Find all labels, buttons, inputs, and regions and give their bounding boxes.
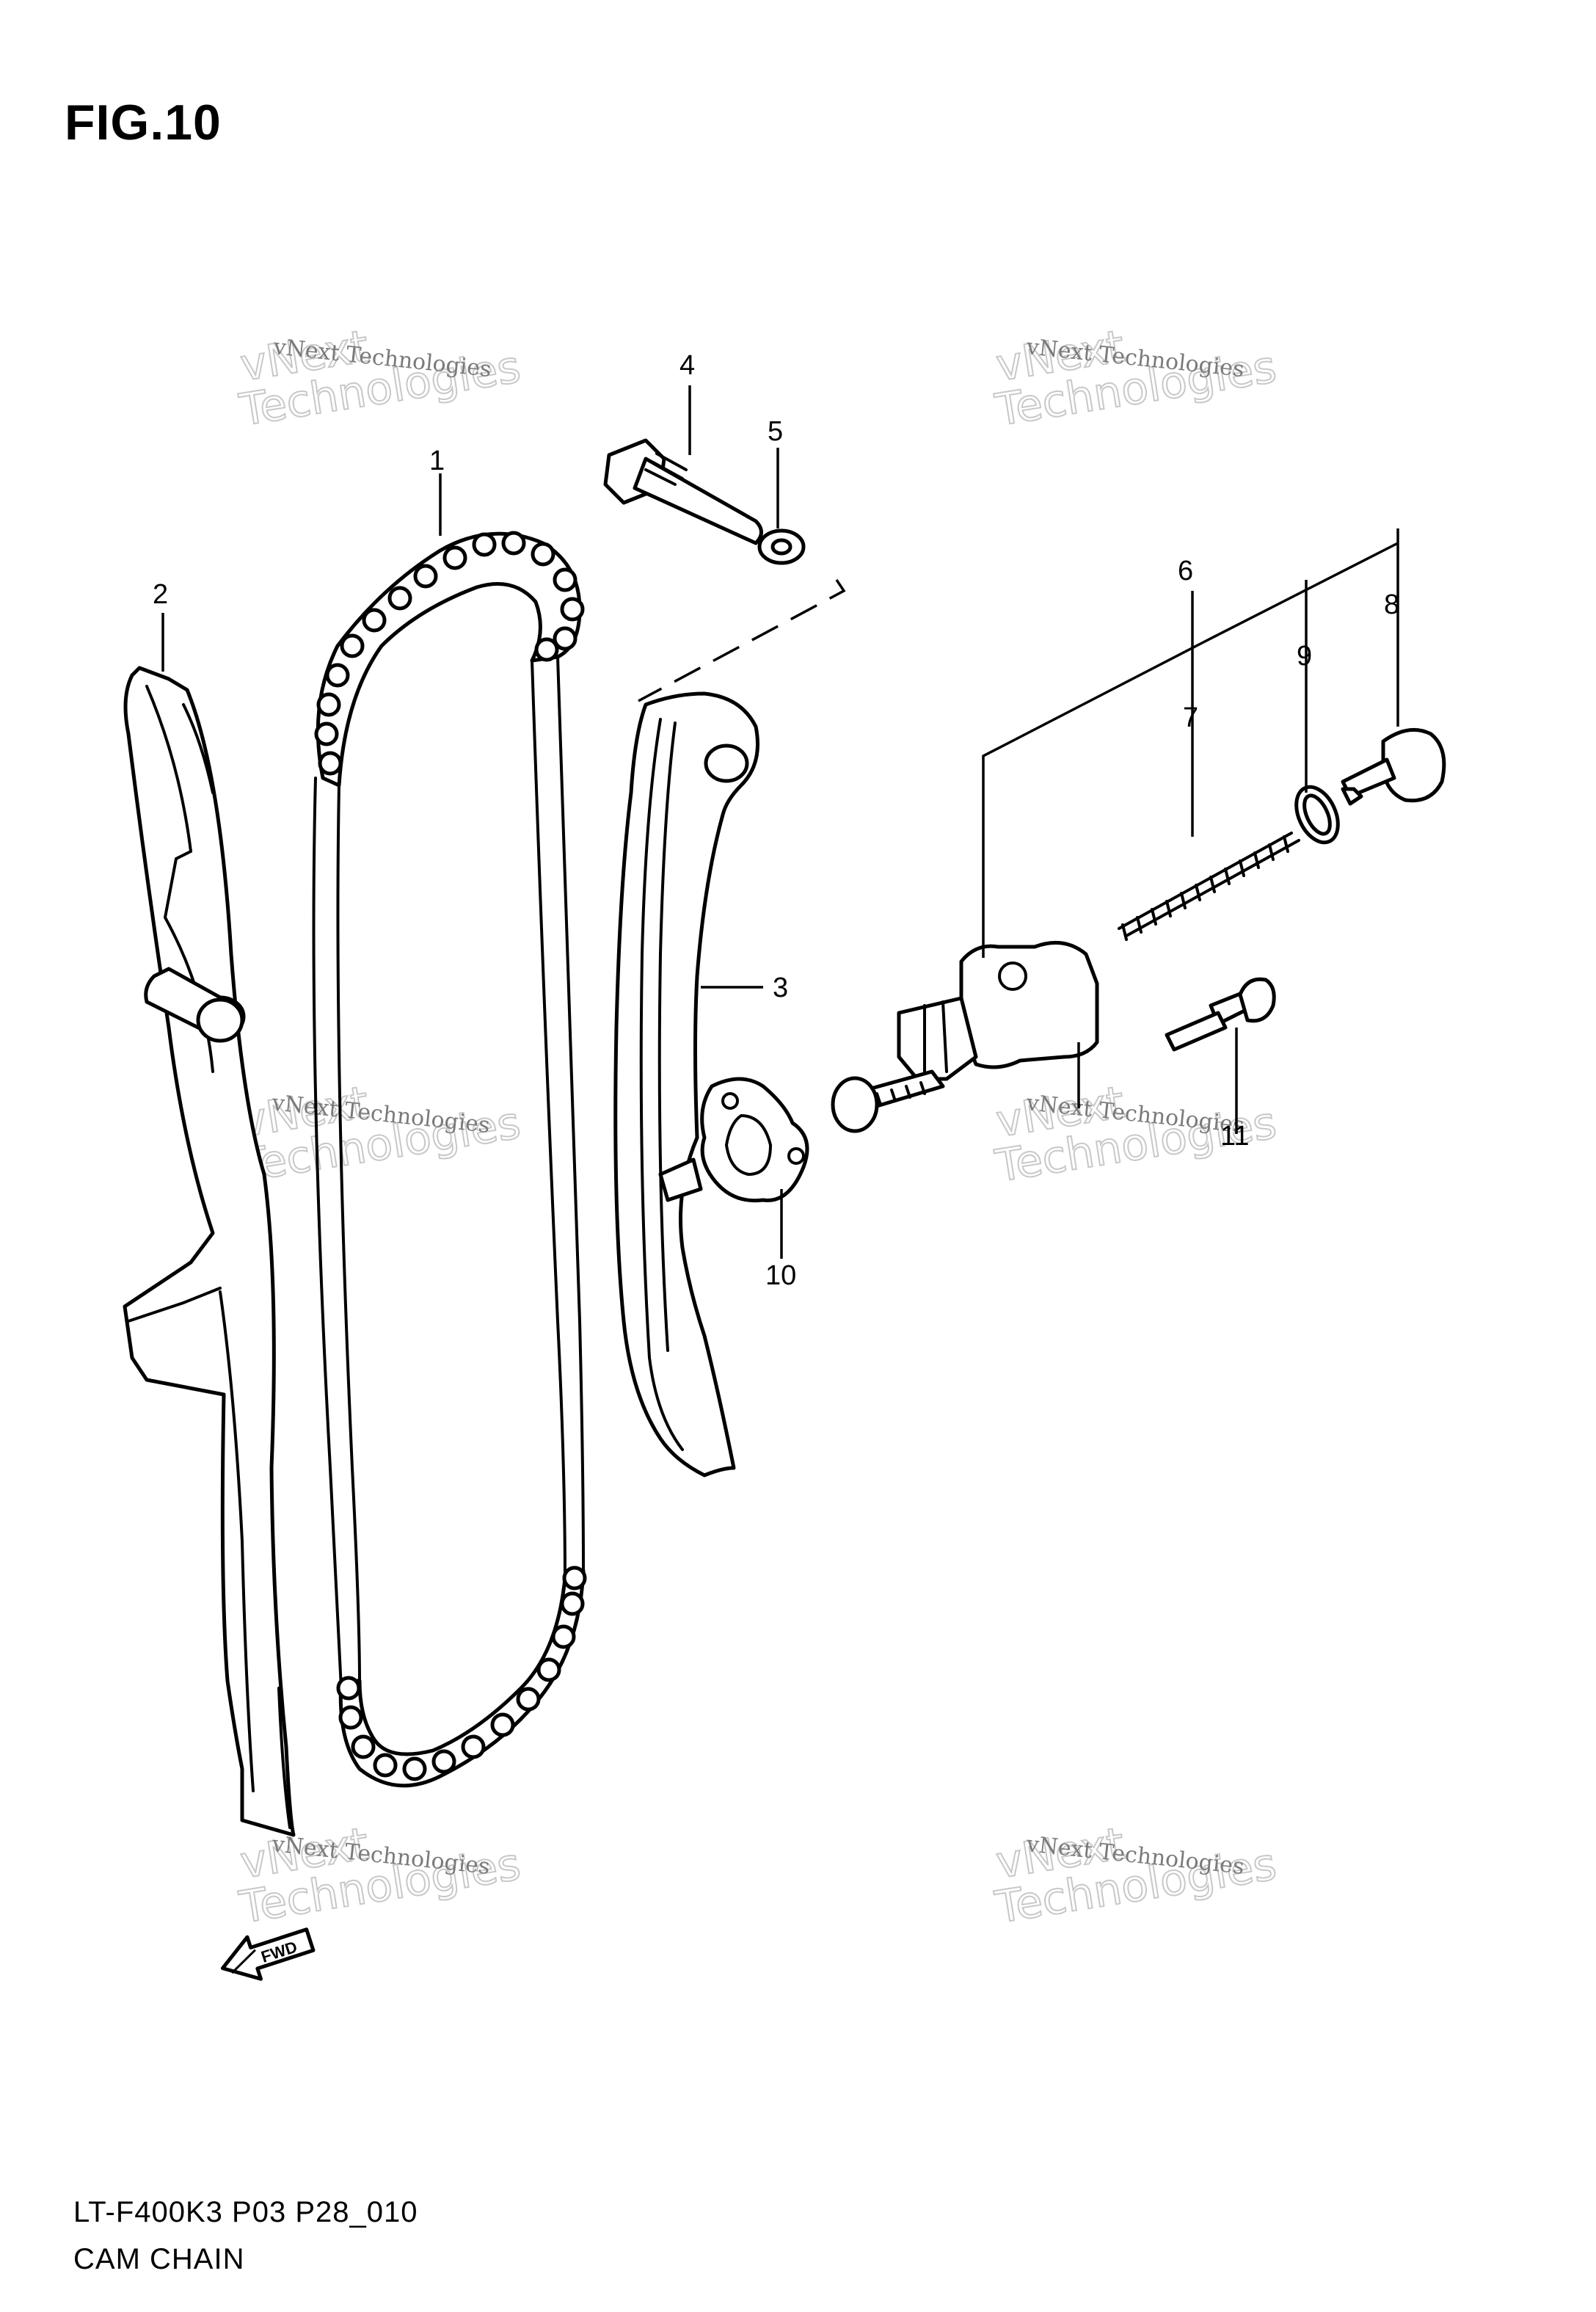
- callout-leaders: [161, 385, 1399, 1259]
- part-4-bolt: [603, 438, 763, 545]
- callout-3: 3: [773, 973, 788, 1003]
- callout-9: 9: [1297, 641, 1312, 672]
- callout-6: 6: [1178, 556, 1193, 586]
- callout-1: 1: [429, 446, 445, 476]
- part-3-tensioner-arm: [613, 691, 759, 1477]
- callout-11: 11: [1220, 1121, 1249, 1152]
- callout-5: 5: [768, 416, 783, 447]
- part-7-spring: [1118, 832, 1300, 941]
- part-5-washer: [757, 528, 806, 565]
- part-2-chain-guide: [123, 666, 296, 1837]
- callout-4: 4: [679, 350, 695, 381]
- part-10-gasket: [700, 1077, 809, 1203]
- callout-8: 8: [1384, 589, 1399, 620]
- chain-links-bottom: [336, 1566, 587, 1781]
- diagram-code: LT-F400K3 P03 P28_010: [73, 2196, 418, 2228]
- part-11-bolt: [1165, 977, 1276, 1052]
- fwd-arrow-icon: FWD: [220, 1927, 316, 1981]
- diagram-name: CAM CHAIN: [73, 2243, 245, 2275]
- part-6-tensioner-body: [831, 940, 1099, 1133]
- callout-7: 7: [1183, 702, 1198, 733]
- figure-title: FIG.10: [65, 95, 222, 150]
- part-8-plug-bolt: [1341, 727, 1446, 806]
- chain-links-top: [314, 531, 585, 776]
- part-1-cam-chain: [312, 531, 587, 1788]
- part-9-o-ring: [1294, 785, 1340, 845]
- callout-2: 2: [153, 579, 168, 610]
- callout-10: 10: [765, 1260, 796, 1291]
